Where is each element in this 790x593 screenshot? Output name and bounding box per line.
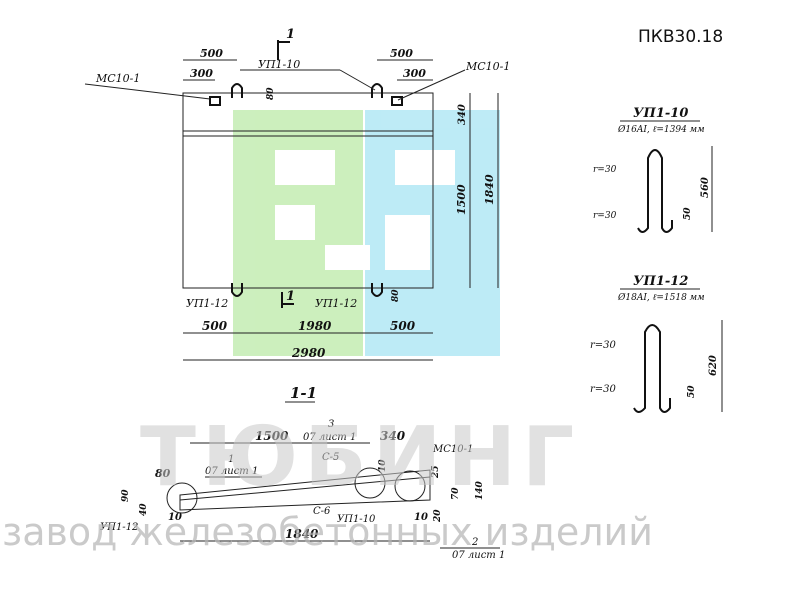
section-c6-label: С-6 — [313, 506, 331, 517]
plan-view: 1 1 МС10-1 МС10-1 УП1-10 500 300 500 300… — [84, 27, 510, 361]
detail-up1-12-dim-620: 620 — [708, 355, 719, 376]
section-dim-1500: 1500 — [255, 429, 289, 443]
section-dim-140: 140 — [475, 480, 485, 500]
dim-500-top-right: 500 — [390, 47, 413, 60]
section-dim-10-a: 10 — [168, 512, 182, 523]
section-circle-left — [166, 482, 198, 514]
logo-mark — [233, 110, 500, 356]
section-ref2-sheet: 07 лист 1 — [452, 550, 505, 561]
plate-top-left — [209, 96, 221, 106]
slab-outline — [182, 92, 434, 289]
dim-1840-right: 1840 — [483, 174, 496, 205]
loop-top-right — [371, 83, 383, 98]
loop-bottom-right — [371, 283, 383, 297]
logo-green-block — [233, 110, 363, 356]
detail-up1-10-r-bottom: r=30 — [593, 211, 617, 221]
dim-500-bottom-left: 500 — [202, 319, 228, 333]
dim-300-top-left: 300 — [190, 67, 213, 80]
section-circle-middle — [354, 467, 386, 499]
section-up112-label: УП1-12 — [100, 522, 138, 533]
dim-80-top: 80 — [266, 87, 276, 100]
detail-up1-10-dim-50: 50 — [683, 207, 693, 220]
dim-500-top-left: 500 — [200, 47, 223, 60]
section-ref1-sheet: 07 лист 1 — [205, 466, 258, 477]
ms-right-label: МС10-1 — [465, 60, 510, 73]
drawing-title: ПКВ30.18 — [638, 27, 723, 47]
detail-up1-12-r-bottom: r=30 — [590, 384, 617, 395]
logo-gap-2 — [275, 205, 315, 240]
watermark-brand: ТЮБИНГ — [140, 410, 580, 505]
section-dim-90: 90 — [121, 489, 131, 502]
detail-up1-12-title: УП1-12 — [633, 274, 688, 289]
detail-up1-10-bar — [637, 149, 673, 233]
leader-ms-left — [84, 83, 211, 100]
logo-gap-5 — [325, 245, 370, 270]
detail-up1-12-r-top: r=30 — [590, 340, 617, 351]
dim-500-bottom-right: 500 — [390, 319, 416, 333]
section-circle-right — [394, 470, 426, 502]
section-slab-inner — [179, 476, 431, 501]
ms-left-label: МС10-1 — [95, 72, 140, 85]
section-dim-25: 25 — [431, 465, 441, 479]
up-top-label: УП1-10 — [258, 58, 300, 71]
leader-ms-right — [397, 69, 466, 101]
watermark-tagline: завод железобетонных изделий — [2, 510, 653, 554]
detail-up1-10-r-top: r=30 — [593, 165, 617, 175]
logo-gap-3 — [395, 150, 455, 185]
detail-up1-12: УП1-12 Ø18AI, ℓ=1518 мм r=30 r=30 620 50 — [590, 274, 723, 413]
leader-up-top-b — [339, 69, 376, 91]
logo-gap-4 — [385, 215, 430, 270]
section-dim-40: 40 — [139, 503, 149, 516]
detail-up1-12-spec: Ø18AI, ℓ=1518 мм — [617, 292, 705, 303]
cut-mark-bottom-label: 1 — [286, 289, 295, 304]
dim-300-top-right: 300 — [403, 67, 426, 80]
section-dim-10-b: 10 — [378, 459, 388, 472]
section-dim-340: 340 — [380, 429, 406, 443]
up-bottom-left-label: УП1-12 — [186, 297, 228, 310]
detail-up1-12-bar — [633, 324, 671, 413]
dim-1980: 1980 — [298, 319, 332, 333]
dim-80-bottom: 80 — [391, 289, 401, 302]
plate-top-right — [391, 96, 403, 106]
up-bottom-right-label: УП1-12 — [315, 297, 357, 310]
section-dim-1840: 1840 — [285, 527, 319, 541]
dim-1500: 1500 — [455, 184, 468, 215]
detail-up1-10-dim-560: 560 — [700, 177, 711, 198]
section-dim-20: 20 — [433, 509, 443, 523]
section-slab-shape — [179, 469, 431, 511]
section-dim-70: 70 — [451, 487, 461, 500]
loop-top-left — [231, 83, 243, 98]
detail-up1-12-dim-50: 50 — [687, 385, 697, 398]
section-ref3-sheet: 07 лист 1 — [303, 432, 356, 443]
section-ms-label: МС10-1 — [432, 444, 473, 455]
loop-bottom-left — [231, 283, 243, 297]
section-c5-label: С-5 — [322, 452, 339, 463]
section-1-1: 1-1 1500 340 3 07 лист 1 80 1 07 лист 1 … — [100, 384, 505, 561]
detail-up1-10: УП1-10 Ø16AI, ℓ=1394 мм r=30 r=30 560 50 — [593, 106, 713, 233]
section-ref2-num: 2 — [471, 537, 478, 548]
detail-up1-10-spec: Ø16AI, ℓ=1394 мм — [617, 124, 705, 135]
section-dim-10-c: 10 — [414, 512, 428, 523]
section-title: 1-1 — [290, 384, 317, 402]
section-ref3-num: 3 — [328, 419, 334, 430]
section-up110-label: УП1-10 — [337, 514, 376, 525]
logo-gap-1 — [275, 150, 335, 185]
dim-2980: 2980 — [291, 346, 326, 360]
detail-up1-10-title: УП1-10 — [633, 106, 688, 121]
section-ref1-num: 1 — [228, 454, 234, 465]
dim-340: 340 — [457, 104, 468, 125]
cut-mark-top-label: 1 — [286, 27, 295, 42]
section-dim-80: 80 — [155, 467, 171, 480]
